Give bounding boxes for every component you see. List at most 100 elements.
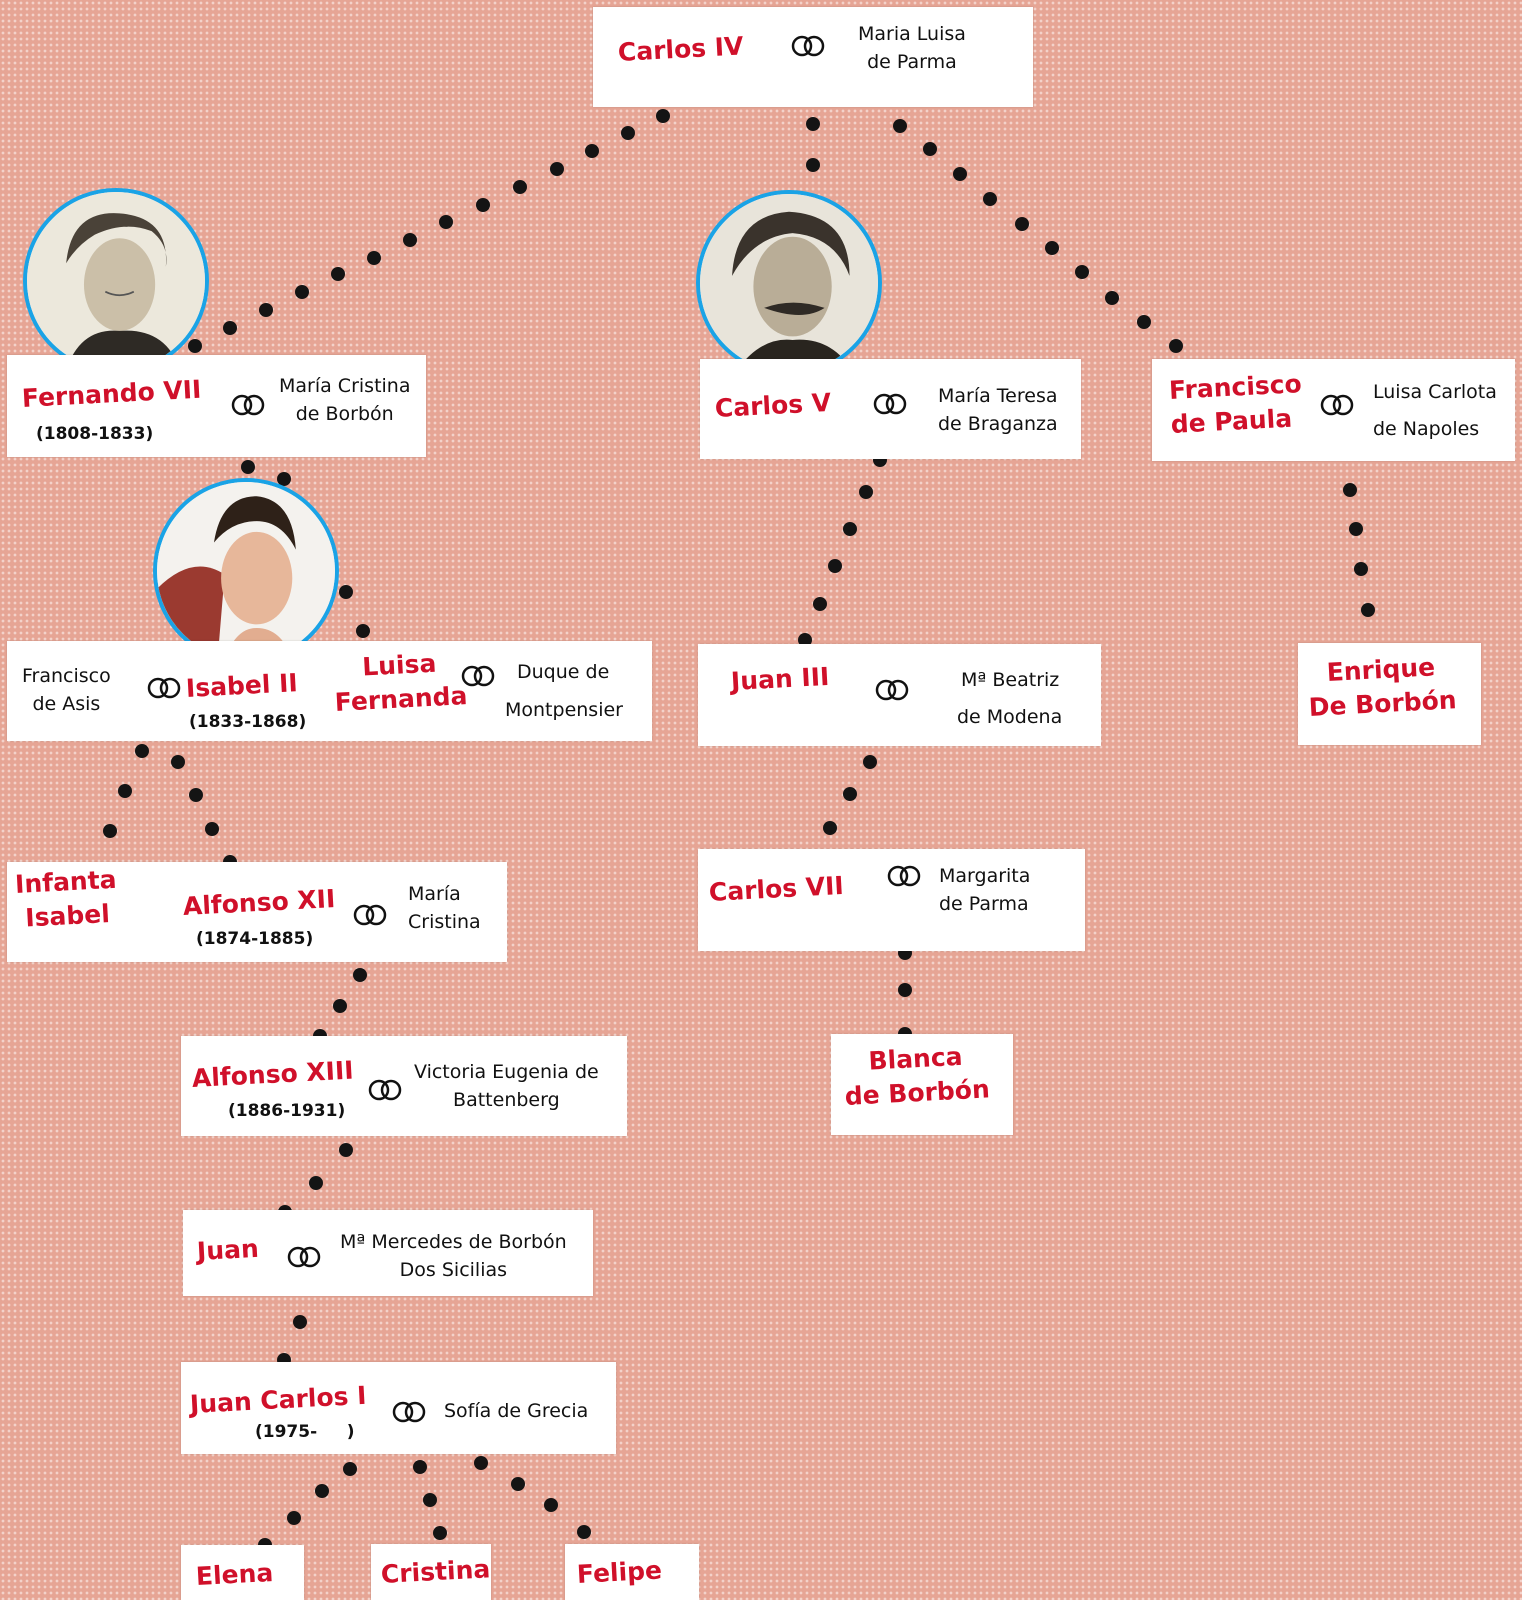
connector-dot: [223, 321, 237, 335]
connector-dot: [118, 784, 132, 798]
connector-dot: [333, 999, 347, 1013]
name-enrique: Enrique De Borbón: [1308, 652, 1458, 722]
name-francisco-de-paula: Francisco de Paula: [1168, 369, 1303, 439]
connector-dot: [356, 624, 370, 638]
years-alfonso-xiii: (1886-1931): [228, 1101, 346, 1121]
connector-dot: [135, 744, 149, 758]
box-cristina: [371, 1544, 491, 1600]
connector-dot: [513, 180, 527, 194]
box-enrique: [1298, 643, 1481, 745]
portrait-fernando-vii: [23, 188, 209, 374]
connector-dot: [339, 1143, 353, 1157]
box-francisco-de-paula: [1152, 359, 1515, 461]
marriage-rings-icon: [875, 679, 909, 701]
connector-dot: [1361, 603, 1375, 617]
box-elena: [181, 1545, 304, 1600]
portrait-isabel-ii: [153, 478, 339, 664]
connector-dot: [295, 285, 309, 299]
connector-dot: [1015, 217, 1029, 231]
connector-dot: [188, 339, 202, 353]
connector-dot: [983, 192, 997, 206]
connector-dot: [806, 117, 820, 131]
connector-dot: [103, 824, 117, 838]
spouse-duque-line1: Duque de: [517, 661, 610, 683]
connector-dot: [339, 585, 353, 599]
name-isabel-ii: Isabel II: [185, 668, 299, 703]
connector-dot: [1045, 241, 1059, 255]
spouse-sofia: Sofía de Grecia: [444, 1400, 589, 1422]
name-juan-iii: Juan III: [730, 661, 830, 696]
spouse-maria-cristina-borbon: María Cristina de Borbón: [279, 375, 411, 425]
box-isabel-ii: [7, 641, 652, 741]
connector-dot: [893, 119, 907, 133]
connector-dot: [343, 1462, 357, 1476]
connector-dot: [621, 126, 635, 140]
connector-dot: [1354, 562, 1368, 576]
connector-dot: [413, 1460, 427, 1474]
connector-dot: [277, 472, 291, 486]
spouse-beatriz-line2: de Modena: [957, 706, 1063, 728]
marriage-rings-icon: [791, 35, 825, 57]
marriage-rings-icon: [392, 1401, 426, 1423]
marriage-rings-icon: [1320, 394, 1354, 416]
box-juan-carlos-i: [181, 1362, 616, 1454]
spouse-maria-cristina: María Cristina: [408, 883, 481, 933]
box-juan-iii: [698, 644, 1101, 746]
connector-dot: [953, 167, 967, 181]
connector-dot: [511, 1477, 525, 1491]
spouse-beatriz-line1: Mª Beatriz: [961, 669, 1060, 691]
connector-dot: [474, 1456, 488, 1470]
box-fernando-vii: [7, 355, 426, 457]
name-carlos-vii: Carlos VII: [708, 870, 845, 907]
connector-dot: [923, 142, 937, 156]
marriage-rings-icon: [231, 394, 265, 416]
box-alfonso-xii: [7, 862, 507, 962]
connector-dot: [813, 597, 827, 611]
connector-dot: [1169, 339, 1183, 353]
connector-dot: [798, 633, 812, 647]
name-carlos-iv: Carlos IV: [617, 31, 745, 67]
connector-dot: [367, 251, 381, 265]
name-juan: Juan: [196, 1233, 260, 1266]
connector-dot: [823, 821, 837, 835]
marriage-rings-icon: [147, 677, 181, 699]
spouse-victoria-eugenia: Victoria Eugenia de Battenberg: [414, 1061, 599, 1111]
connector-dot: [577, 1525, 591, 1539]
spouse-francisco-de-asis: Francisco de Asis: [22, 665, 111, 715]
marriage-rings-icon: [461, 665, 495, 687]
box-carlos-vii: [698, 849, 1085, 951]
connector-dot: [205, 822, 219, 836]
box-alfonso-xiii: [181, 1036, 627, 1136]
years-isabel-ii: (1833-1868): [189, 712, 307, 732]
connector-dot: [1075, 265, 1089, 279]
name-blanca: Blanca de Borbón: [844, 1041, 991, 1111]
connector-dot: [309, 1176, 323, 1190]
spouse-margarita: Margarita de Parma: [939, 865, 1031, 915]
connector-dot: [656, 109, 670, 123]
name-cristina: Cristina: [380, 1554, 491, 1589]
connector-dot: [863, 755, 877, 769]
connector-dot: [859, 485, 873, 499]
spouse-maria-teresa: María Teresa de Braganza: [938, 385, 1058, 435]
years-alfonso-xii: (1874-1885): [196, 929, 314, 949]
connector-dot: [189, 788, 203, 802]
connector-dot: [544, 1498, 558, 1512]
connector-dot: [241, 460, 255, 474]
portrait-carlos-v: [696, 190, 882, 376]
connector-dot: [287, 1511, 301, 1525]
marriage-rings-icon: [887, 865, 921, 887]
box-juan: [183, 1210, 593, 1296]
connector-dot: [1105, 291, 1119, 305]
connector-dot: [423, 1493, 437, 1507]
marriage-rings-icon: [353, 904, 387, 926]
spouse-luisa-carlota-line2: de Napoles: [1373, 418, 1480, 440]
connector-dot: [828, 559, 842, 573]
connector-dot: [439, 215, 453, 229]
connector-dot: [898, 983, 912, 997]
marriage-rings-icon: [873, 393, 907, 415]
spouse-maria-luisa: Maria Luisa de Parma: [858, 23, 966, 73]
name-elena: Elena: [195, 1557, 274, 1591]
spouse-maria-mercedes: Mª Mercedes de Borbón Dos Sicilias: [340, 1231, 567, 1281]
marriage-rings-icon: [287, 1246, 321, 1268]
connector-dot: [1343, 483, 1357, 497]
